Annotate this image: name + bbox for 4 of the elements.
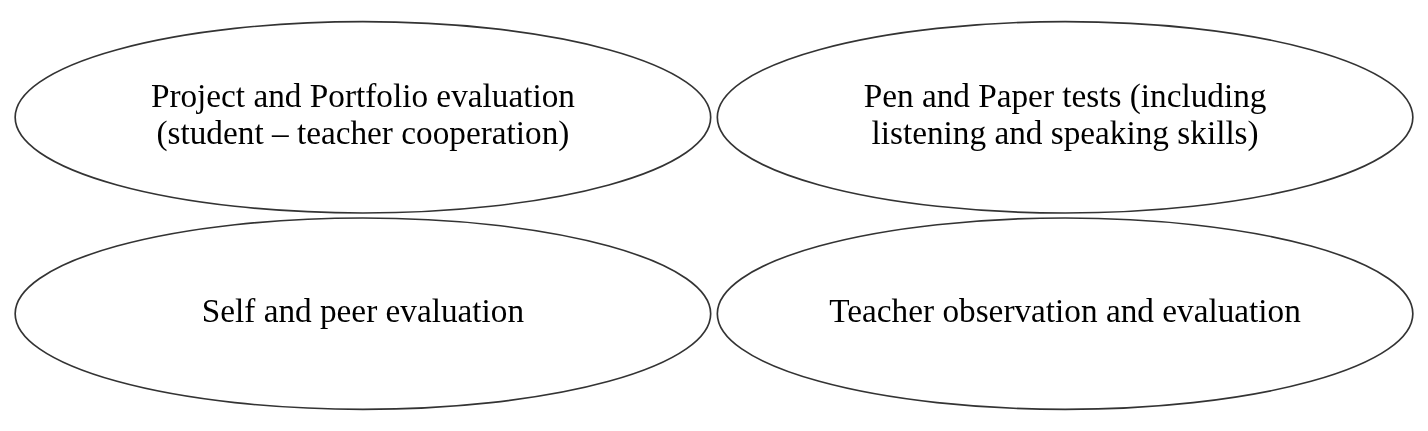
- node-ellipse: Project and Portfolio evaluation (student – teacher cooperation): [14, 20, 712, 214]
- node-ellipse: Pen and Paper tests (including listening and speaking skills): [716, 20, 1414, 214]
- node-ellipse: Teacher observation and evaluation: [716, 217, 1414, 411]
- node-ellipse: Self and peer evaluation: [14, 217, 712, 411]
